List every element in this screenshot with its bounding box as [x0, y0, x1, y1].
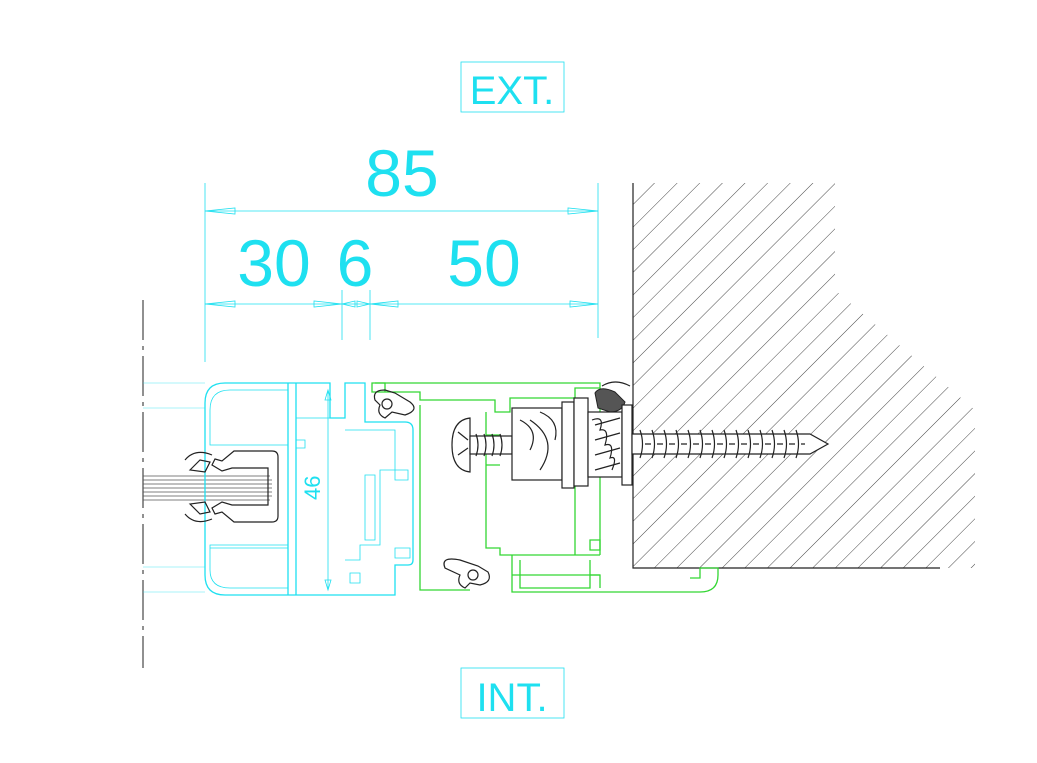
subframe-profile	[371, 382, 719, 593]
dimension-segments: 30 6 50	[204, 226, 599, 340]
glazing-gasket	[184, 450, 279, 523]
dimension-seg1-text: 30	[237, 226, 310, 300]
dimension-seg2-text: 6	[337, 226, 374, 300]
dimension-seg3-text: 50	[447, 226, 520, 300]
exterior-label-text: EXT.	[470, 69, 554, 113]
dimension-overall: 85	[204, 136, 599, 362]
spacer-block	[511, 407, 563, 481]
glazing-panel	[142, 300, 272, 668]
exterior-label: EXT.	[460, 61, 565, 113]
weather-seals	[373, 381, 631, 589]
screw-head	[451, 417, 471, 473]
fixing-screw	[451, 397, 830, 489]
dimension-overall-text: 85	[365, 136, 438, 210]
interior-label: INT.	[460, 667, 565, 720]
wall-section	[632, 183, 975, 569]
dimension-height-text: 46	[300, 476, 325, 500]
interior-label-text: INT.	[476, 676, 547, 720]
window-frame-profile: 46	[204, 382, 414, 596]
